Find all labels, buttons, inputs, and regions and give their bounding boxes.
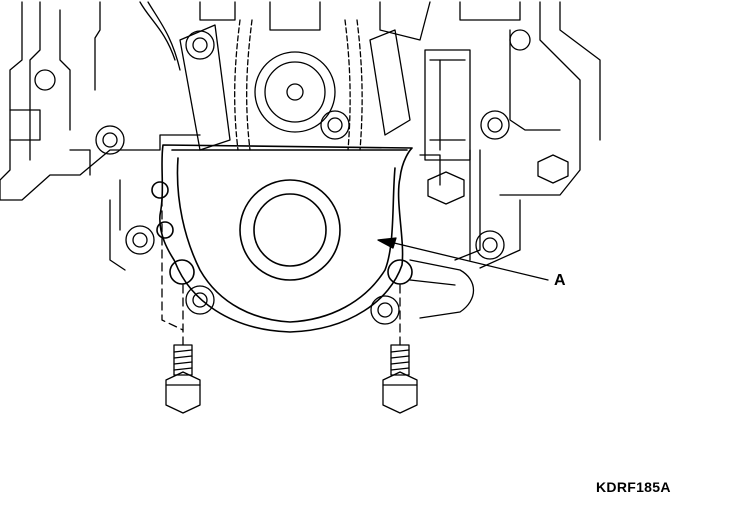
mounting-bolt-left[interactable] xyxy=(165,344,201,414)
crank-sprocket xyxy=(254,51,336,133)
timing-chain xyxy=(234,19,363,151)
figure-code: KDRF185A xyxy=(596,479,671,495)
engine-block xyxy=(0,1,601,271)
callout-label-a: A xyxy=(554,272,566,289)
callout-arrow xyxy=(377,237,549,281)
background-bolts xyxy=(34,29,569,325)
bolt-guide-lines xyxy=(161,197,401,346)
chain-guide xyxy=(179,24,411,151)
oil-pump xyxy=(409,259,475,319)
oil-seal-cover[interactable] xyxy=(151,144,413,333)
mounting-bolt-right[interactable] xyxy=(382,344,418,414)
